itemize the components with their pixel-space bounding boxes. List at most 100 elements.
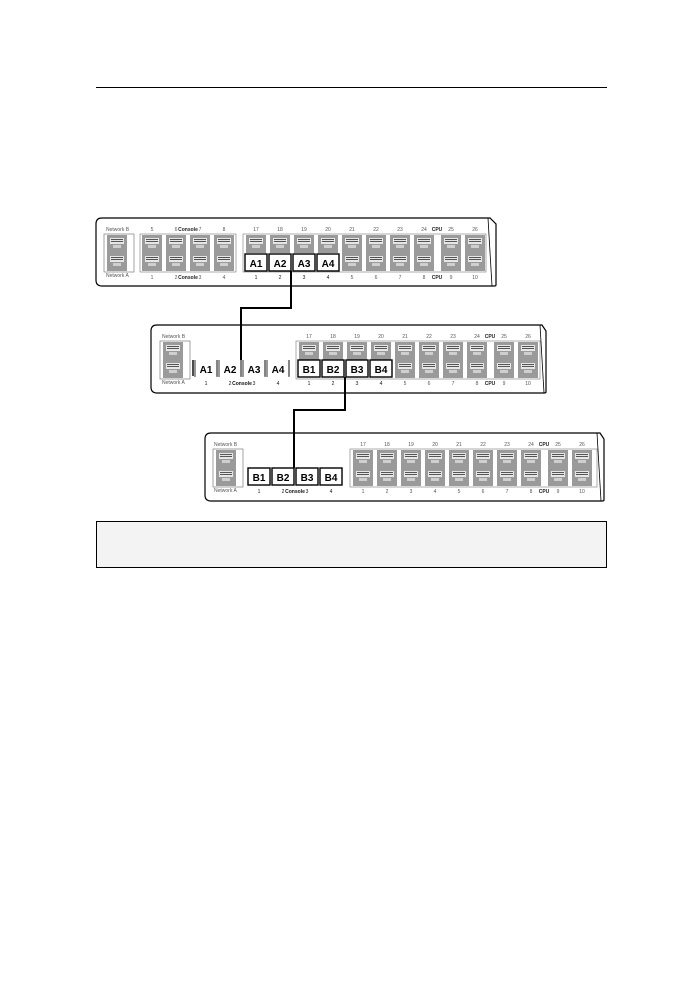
svg-text:1: 1 <box>362 489 365 495</box>
svg-text:26: 26 <box>472 227 478 233</box>
svg-text:CPU: CPU <box>432 227 443 233</box>
svg-text:10: 10 <box>579 489 585 495</box>
svg-text:Console: Console <box>285 489 305 495</box>
svg-text:B1: B1 <box>253 473 266 484</box>
svg-text:21: 21 <box>349 227 355 233</box>
svg-text:7: 7 <box>506 489 509 495</box>
svg-text:2: 2 <box>386 489 389 495</box>
svg-text:23: 23 <box>504 442 510 448</box>
svg-text:2: 2 <box>175 275 178 281</box>
switch-2-bottom-labels: 1 2 Console 3 4 1 2 3 4 5 6 7 8 CPU 9 10 <box>205 381 531 387</box>
svg-text:24: 24 <box>474 334 480 340</box>
switch-1: Network B Network A A1 A2 <box>95 217 497 287</box>
svg-text:10: 10 <box>525 381 531 387</box>
switch-2-connector-a3: A3 <box>242 359 266 378</box>
svg-text:1: 1 <box>205 381 208 387</box>
svg-text:20: 20 <box>378 334 384 340</box>
stack-cable-b3-to-b3 <box>293 377 346 468</box>
svg-text:A2: A2 <box>224 365 237 376</box>
svg-text:Console: Console <box>178 275 198 281</box>
svg-text:8: 8 <box>423 275 426 281</box>
svg-text:4: 4 <box>277 381 280 387</box>
switch-2-connector-a2: A2 <box>218 359 242 378</box>
svg-text:10: 10 <box>472 275 478 281</box>
switch-2-network-a: Network A <box>162 380 185 386</box>
switch-3-top-labels: 17 18 19 20 21 22 23 24 CPU 25 26 <box>360 442 585 448</box>
svg-text:22: 22 <box>426 334 432 340</box>
svg-text:24: 24 <box>528 442 534 448</box>
svg-text:Console: Console <box>178 227 198 233</box>
switch-1-top-labels: 5 6 Console 7 8 17 18 19 20 21 22 23 24 … <box>151 227 478 233</box>
svg-text:21: 21 <box>456 442 462 448</box>
svg-text:B3: B3 <box>351 365 364 376</box>
svg-text:4: 4 <box>330 489 333 495</box>
svg-text:3: 3 <box>306 489 309 495</box>
svg-text:17: 17 <box>306 334 312 340</box>
svg-text:23: 23 <box>450 334 456 340</box>
switch-1-connector-a1: A1 <box>244 253 268 272</box>
switch-2-connector-b2: B2 <box>321 359 345 378</box>
svg-text:2: 2 <box>279 275 282 281</box>
svg-text:26: 26 <box>525 334 531 340</box>
switch-2-connector-a4: A4 <box>266 359 290 378</box>
svg-text:Console: Console <box>232 381 252 387</box>
stack-cable-a2-to-a2 <box>240 271 292 360</box>
switch-3-connector-b4: B4 <box>319 467 343 486</box>
svg-text:CPU: CPU <box>539 442 550 448</box>
switch-2-top-labels: 17 18 19 20 21 22 23 24 CPU 25 26 <box>306 334 531 340</box>
svg-text:6: 6 <box>482 489 485 495</box>
svg-text:A1: A1 <box>250 259 263 270</box>
svg-text:25: 25 <box>448 227 454 233</box>
svg-text:6: 6 <box>428 381 431 387</box>
switch-3-bottom-labels: 1 2 Console 3 4 1 2 3 4 5 6 7 8 CPU 9 10 <box>258 489 585 495</box>
svg-text:3: 3 <box>410 489 413 495</box>
svg-text:9: 9 <box>450 275 453 281</box>
svg-text:A3: A3 <box>298 259 311 270</box>
svg-text:B1: B1 <box>303 365 316 376</box>
svg-text:18: 18 <box>384 442 390 448</box>
switch-1-network-b: Network B <box>106 227 130 233</box>
switch-3-network-b: Network B <box>214 442 238 448</box>
svg-text:18: 18 <box>330 334 336 340</box>
switch-1-bottom-labels: 1 2 Console 3 4 1 2 3 4 5 6 7 8 CPU 9 10 <box>151 275 478 281</box>
switch-3-connector-b1: B1 <box>247 467 271 486</box>
switch-2: Network B Network A A1 A2 A3 A4 <box>150 324 547 394</box>
svg-text:7: 7 <box>199 227 202 233</box>
svg-text:B2: B2 <box>327 365 340 376</box>
svg-text:5: 5 <box>151 227 154 233</box>
svg-text:3: 3 <box>199 275 202 281</box>
svg-text:17: 17 <box>253 227 259 233</box>
svg-text:7: 7 <box>399 275 402 281</box>
svg-text:6: 6 <box>175 227 178 233</box>
svg-text:B2: B2 <box>277 473 290 484</box>
svg-text:19: 19 <box>408 442 414 448</box>
svg-text:8: 8 <box>223 227 226 233</box>
svg-text:5: 5 <box>351 275 354 281</box>
svg-text:2: 2 <box>229 381 232 387</box>
svg-text:20: 20 <box>325 227 331 233</box>
svg-text:B4: B4 <box>325 473 338 484</box>
switch-3-connector-b3: B3 <box>295 467 319 486</box>
svg-text:21: 21 <box>402 334 408 340</box>
switch-3: Network B Network A B1 B2 B3 B4 <box>204 432 605 502</box>
switch-1-connector-a3: A3 <box>292 253 316 272</box>
svg-text:22: 22 <box>480 442 486 448</box>
svg-text:8: 8 <box>476 381 479 387</box>
svg-text:CPU: CPU <box>539 489 550 495</box>
svg-text:1: 1 <box>308 381 311 387</box>
svg-text:CPU: CPU <box>432 275 443 281</box>
svg-text:CPU: CPU <box>485 334 496 340</box>
svg-text:3: 3 <box>356 381 359 387</box>
svg-text:24: 24 <box>421 227 427 233</box>
switch-2-network-b: Network B <box>162 334 186 340</box>
switch-3-connector-b2: B2 <box>271 467 295 486</box>
switch-1-connector-a4: A4 <box>316 253 340 272</box>
svg-text:8: 8 <box>530 489 533 495</box>
svg-text:B4: B4 <box>375 365 388 376</box>
svg-text:2: 2 <box>332 381 335 387</box>
svg-text:1: 1 <box>255 275 258 281</box>
svg-text:6: 6 <box>375 275 378 281</box>
svg-text:19: 19 <box>354 334 360 340</box>
svg-text:3: 3 <box>253 381 256 387</box>
